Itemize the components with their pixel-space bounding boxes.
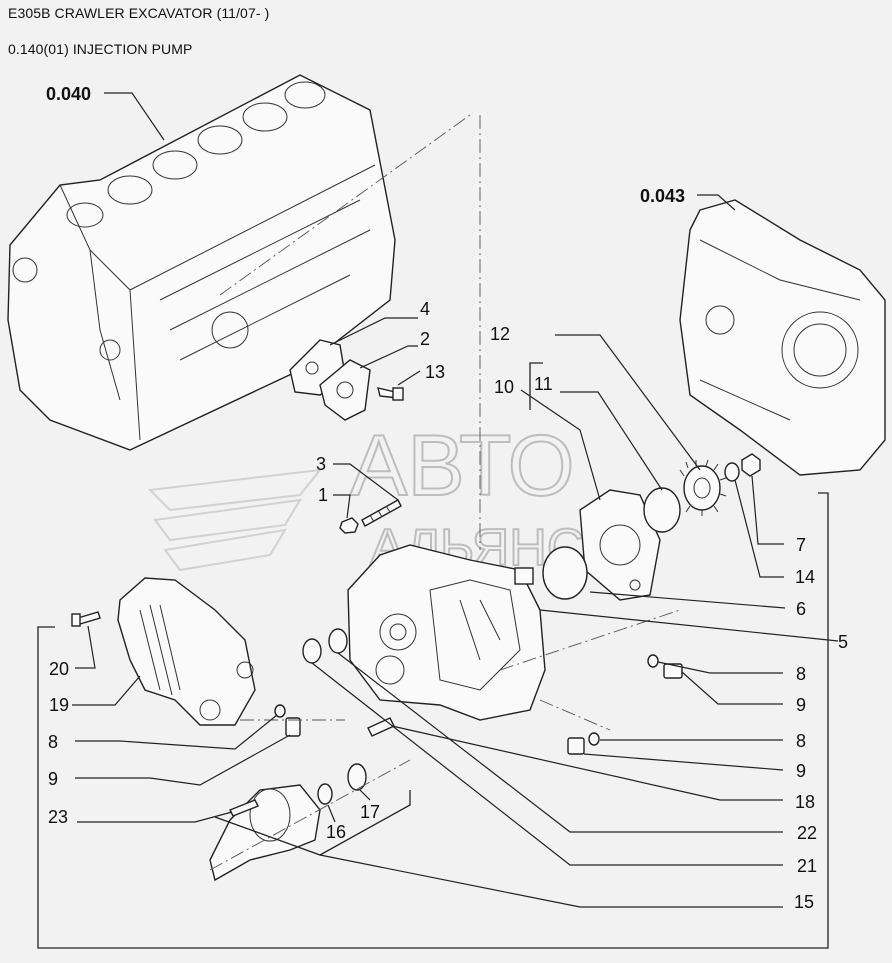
drive-gear xyxy=(679,459,727,516)
callout-2: 2 xyxy=(420,329,430,349)
o-ring-21 xyxy=(302,638,322,664)
o-ring-22 xyxy=(328,628,348,654)
bolt-13 xyxy=(377,387,404,401)
callout-8-right-upper: 8 xyxy=(796,664,806,684)
callout-3: 3 xyxy=(316,454,326,474)
sensor-18 xyxy=(367,717,395,737)
engine-block xyxy=(7,74,396,451)
plug-9-left xyxy=(285,717,301,737)
bolt-20 xyxy=(71,611,101,627)
callout-17: 17 xyxy=(360,802,380,822)
page-subtitle: 0.140(01) INJECTION PUMP xyxy=(8,41,193,57)
plug-9-right-lower xyxy=(567,737,585,755)
callout-23: 23 xyxy=(48,807,68,827)
group-frame-10 xyxy=(529,362,543,410)
callout-7: 7 xyxy=(796,535,806,555)
callout-1: 1 xyxy=(318,485,328,505)
callout-13: 13 xyxy=(425,362,445,382)
solenoid-valve xyxy=(209,784,321,882)
timing-cover xyxy=(679,199,886,476)
callout-19: 19 xyxy=(49,695,69,715)
leader-lines xyxy=(72,92,839,908)
pump-flange-plate xyxy=(319,359,371,421)
callout-16: 16 xyxy=(326,822,346,842)
callout-6: 6 xyxy=(796,599,806,619)
callout-9-right-upper: 9 xyxy=(796,695,806,715)
callout-21: 21 xyxy=(797,856,817,876)
callout-4: 4 xyxy=(420,299,430,319)
o-ring-17 xyxy=(347,763,367,791)
assembly-label-timing-cover: 0.043 xyxy=(640,186,685,206)
callout-9-left: 9 xyxy=(48,769,58,789)
callout-10: 10 xyxy=(494,377,514,397)
page-title: E305B CRAWLER EXCAVATOR (11/07- ) xyxy=(8,5,270,21)
callout-9-right-lower: 9 xyxy=(796,761,806,781)
callout-14: 14 xyxy=(795,567,815,587)
callout-20: 20 xyxy=(49,659,69,679)
o-ring-16 xyxy=(317,783,333,805)
washer-14 xyxy=(724,462,740,482)
injection-pump xyxy=(347,544,546,721)
seal-8-right-lower xyxy=(588,732,600,746)
callout-8-right-lower: 8 xyxy=(796,731,806,751)
watermark-logo-icon xyxy=(147,468,323,572)
seal-8-left xyxy=(274,704,286,718)
nut-7 xyxy=(741,453,761,477)
o-ring-6 xyxy=(542,546,588,600)
callout-8-left: 8 xyxy=(48,732,58,752)
callout-5: 5 xyxy=(838,632,848,652)
callout-18: 18 xyxy=(795,792,815,812)
group-frame-15 xyxy=(214,790,411,856)
group-frame-5 xyxy=(37,492,829,949)
assembly-label-engine-block: 0.040 xyxy=(46,84,91,104)
watermark: АВТО АЛЬЯНС xyxy=(147,417,585,578)
stud-3 xyxy=(361,499,402,527)
o-ring-11 xyxy=(643,487,681,533)
callout-12: 12 xyxy=(490,324,510,344)
watermark-line1: АВТО xyxy=(350,418,575,514)
seal-8-right-upper xyxy=(647,654,659,668)
axis-lines xyxy=(209,114,681,871)
callout-22: 22 xyxy=(797,823,817,843)
callout-11: 11 xyxy=(534,374,553,394)
bolt-23 xyxy=(229,799,259,817)
nut-1 xyxy=(339,517,359,534)
pump-head xyxy=(117,577,256,726)
pump-cover xyxy=(579,489,661,601)
callout-15: 15 xyxy=(794,892,814,912)
plug-9-right-upper xyxy=(663,663,683,679)
